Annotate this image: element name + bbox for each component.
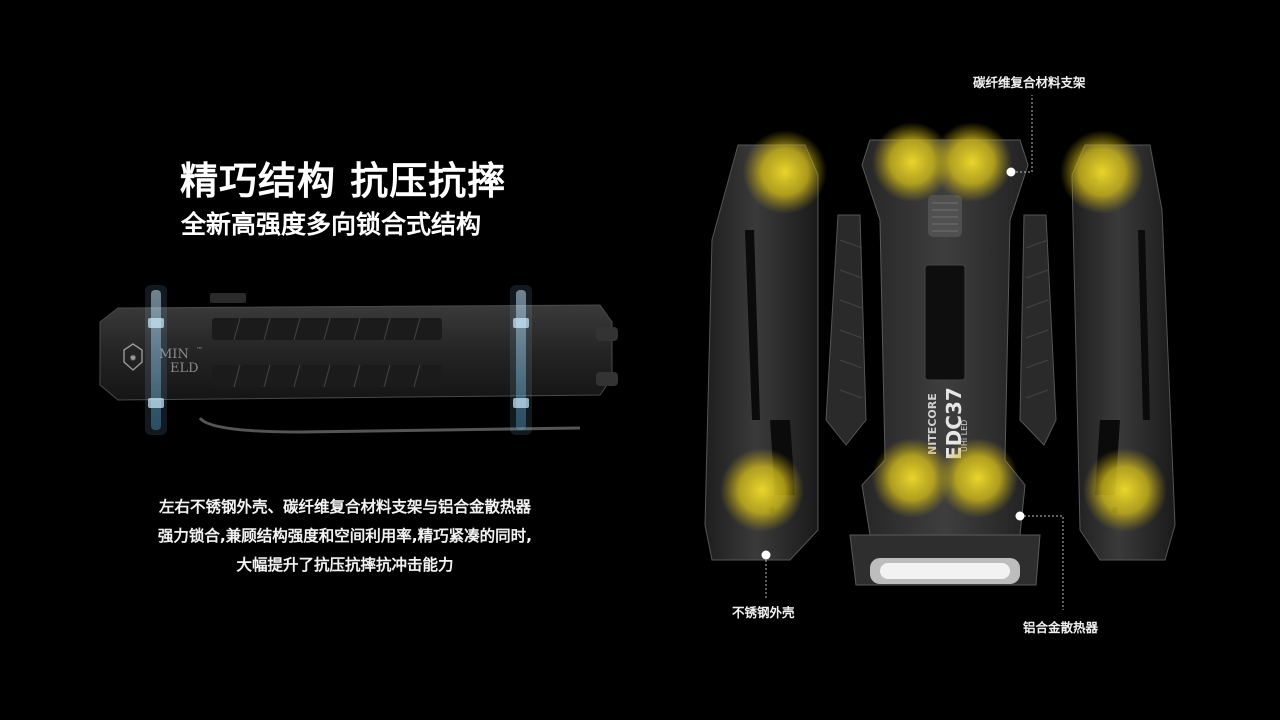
lock-pin-left xyxy=(145,285,167,435)
svg-text:NITECORE: NITECORE xyxy=(926,393,939,455)
svg-text:MIN: MIN xyxy=(159,347,189,362)
svg-text:UHi LED: UHi LED xyxy=(960,420,969,452)
left-bracket xyxy=(825,214,867,446)
callout-aluminum-heatsink: 铝合金散热器 xyxy=(1023,620,1099,635)
lock-point-highlights xyxy=(720,122,1167,532)
callout-dot-shell xyxy=(761,550,771,560)
callout-dot-heatsink xyxy=(1015,511,1025,521)
svg-text:ELD: ELD xyxy=(170,361,199,376)
callout-carbon-bracket: 碳纤维复合材料支架 xyxy=(973,75,1086,90)
left-steel-shell xyxy=(704,144,819,561)
description-line-2: 强力锁合,兼顾结构强度和空间利用率,精巧紧凑的同时, xyxy=(157,527,533,545)
page-subtitle: 全新高强度多向锁合式结构 xyxy=(181,210,482,239)
center-body: NITECORE EDC37 UHi LED xyxy=(849,139,1041,586)
callout-dot-bracket xyxy=(1006,167,1016,177)
flashlight-side-view: ✹ MIN ELD ™ xyxy=(99,285,618,435)
svg-text:✹: ✹ xyxy=(129,354,137,364)
lock-pin-right xyxy=(510,285,532,435)
description-line-3: 大幅提升了抗压抗摔抗冲击能力 xyxy=(236,556,454,574)
callout-lines xyxy=(765,95,1064,610)
right-bracket xyxy=(1019,214,1057,446)
callout-steel-shell: 不锈钢外壳 xyxy=(732,605,795,620)
page-title: 精巧结构 抗压抗摔 xyxy=(180,159,507,203)
exploded-view: NITECORE EDC37 UHi LED xyxy=(704,95,1176,610)
minefield-logo: ✹ MIN ELD ™ xyxy=(123,343,203,376)
svg-text:™: ™ xyxy=(196,346,203,354)
description-block: 左右不锈钢外壳、碳纤维复合材料支架与铝合金散热器 强力锁合,兼顾结构强度和空间利… xyxy=(130,493,560,580)
description-line-1: 左右不锈钢外壳、碳纤维复合材料支架与铝合金散热器 xyxy=(158,498,531,516)
